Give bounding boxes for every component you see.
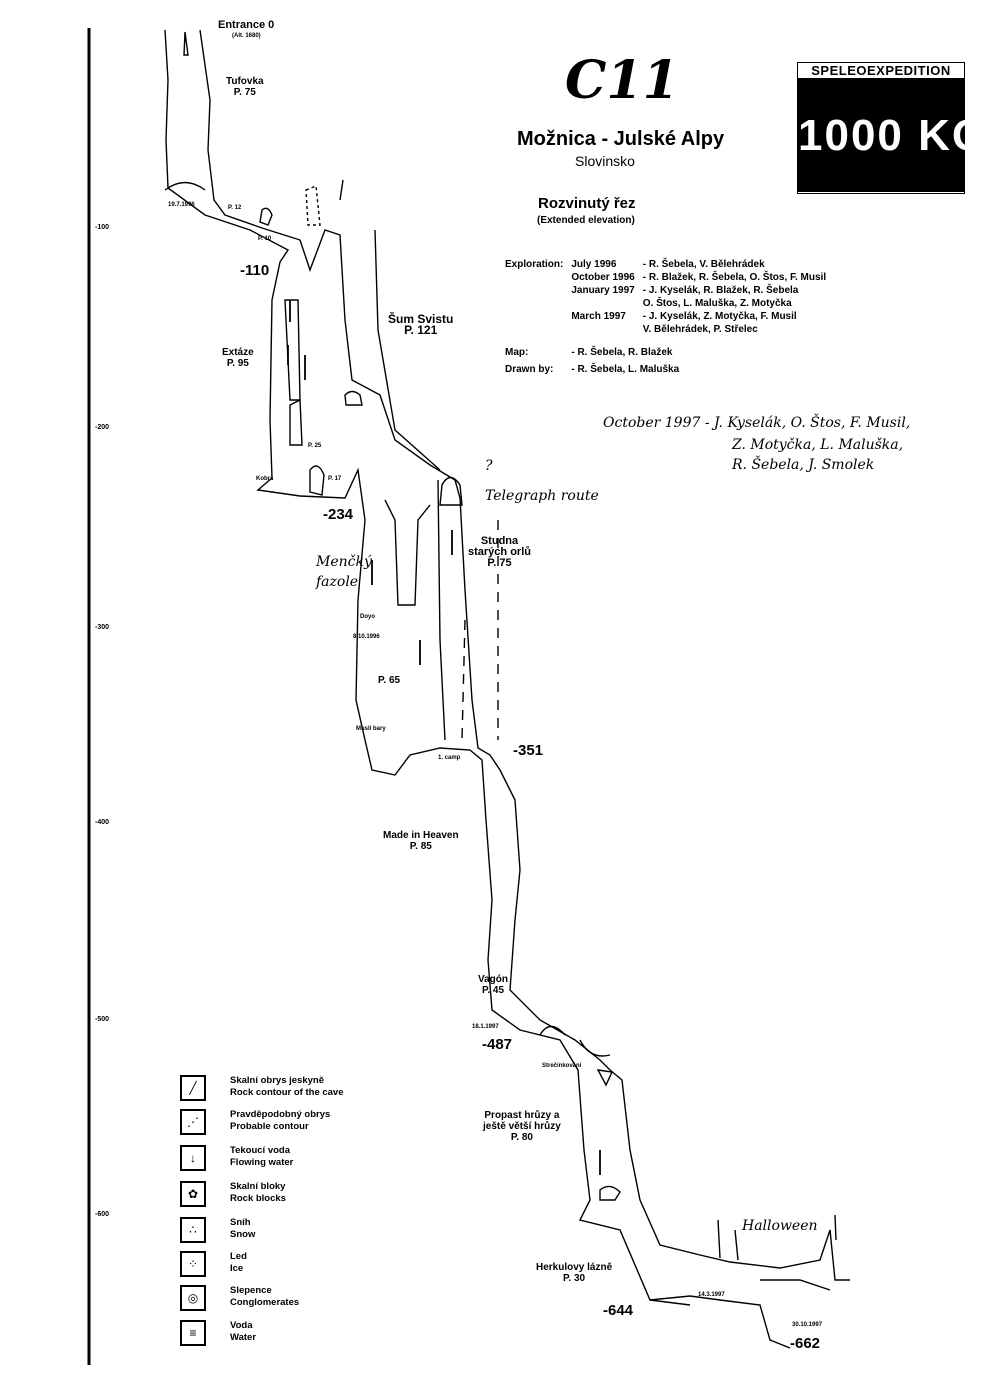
depth-label: -644 xyxy=(603,1302,634,1319)
snow-icon: ∴ xyxy=(180,1217,206,1243)
label-halloween: Halloween xyxy=(742,1218,818,1234)
depth-tick: -600 xyxy=(95,1211,110,1218)
rock-blocks-icon: ✿ xyxy=(180,1181,206,1207)
label-date: 14.3.1997 xyxy=(698,1292,725,1298)
depth-label: -234 xyxy=(323,506,354,523)
label-p10: P. 10 xyxy=(258,236,272,242)
label-entrance: Entrance 0 xyxy=(218,19,275,31)
depth-tick: -100 xyxy=(95,224,110,231)
label-doyo: Doyo xyxy=(360,614,375,620)
depth-tick: -300 xyxy=(95,624,110,631)
label-question: ? xyxy=(485,458,493,474)
label-p12: P. 12 xyxy=(228,205,242,211)
label-date: 8.10.1996 xyxy=(353,634,380,640)
rock-contour-icon: ╱ xyxy=(180,1075,206,1101)
label-kobra: Kobra xyxy=(256,476,274,482)
ice-icon: ⁘ xyxy=(180,1251,206,1277)
probable-contour-icon: ⋰ xyxy=(180,1109,206,1135)
handwritten-note-line: October 1997 - J. Kyselák, O. Štos, F. M… xyxy=(603,415,911,431)
label-date: 30.10.1997 xyxy=(792,1322,823,1328)
depth-tick: -500 xyxy=(95,1016,110,1023)
label-strecinkovani: Strečinkování xyxy=(542,1063,582,1069)
depth-tick: -200 xyxy=(95,424,110,431)
flowing-water-marks xyxy=(287,300,601,1175)
label-date: 19.7.1996 xyxy=(168,202,195,208)
expedition-logo: SPELEOEXPEDITION 1000 KOTA xyxy=(797,62,1000,194)
handwritten-note-line: R. Šebela, J. Smolek xyxy=(732,457,875,473)
cave-code: C11 xyxy=(565,50,679,111)
depth-label: -662 xyxy=(790,1335,821,1352)
section-type-en: (Extended elevation) xyxy=(537,215,635,226)
label-p17: P. 17 xyxy=(328,476,342,482)
depth-label: -351 xyxy=(513,742,544,759)
cave-name: Možnica - Julské Alpy xyxy=(517,128,725,150)
depth-label: -110 xyxy=(240,262,270,279)
credits-table: Exploration:July 1996- R. Šebela, V. Běl… xyxy=(505,259,827,375)
label-telegraph-route: Telegraph route xyxy=(485,488,599,504)
label-musli-bary: Musli bary xyxy=(356,726,386,732)
country: Slovinsko xyxy=(575,153,635,169)
handwritten-note-line: Z. Motyčka, L. Maluška, xyxy=(732,437,904,453)
conglomerates-icon: ◎ xyxy=(180,1285,206,1311)
label-camp: 1. camp xyxy=(438,755,461,761)
label-p25: P. 25 xyxy=(308,443,322,449)
cave-outline xyxy=(164,29,850,1349)
depth-label: -487 xyxy=(482,1036,513,1053)
label-date: 18.1.1997 xyxy=(472,1024,499,1030)
flowing-water-icon: ↓ xyxy=(180,1145,206,1171)
depth-tick: -400 xyxy=(95,819,110,826)
label-p65: P. 65 xyxy=(378,675,401,686)
water-icon: ≡ xyxy=(180,1320,206,1346)
section-type: Rozvinutý řez xyxy=(538,195,636,212)
label-entrance-alt: (Alt. 1680) xyxy=(232,33,261,39)
